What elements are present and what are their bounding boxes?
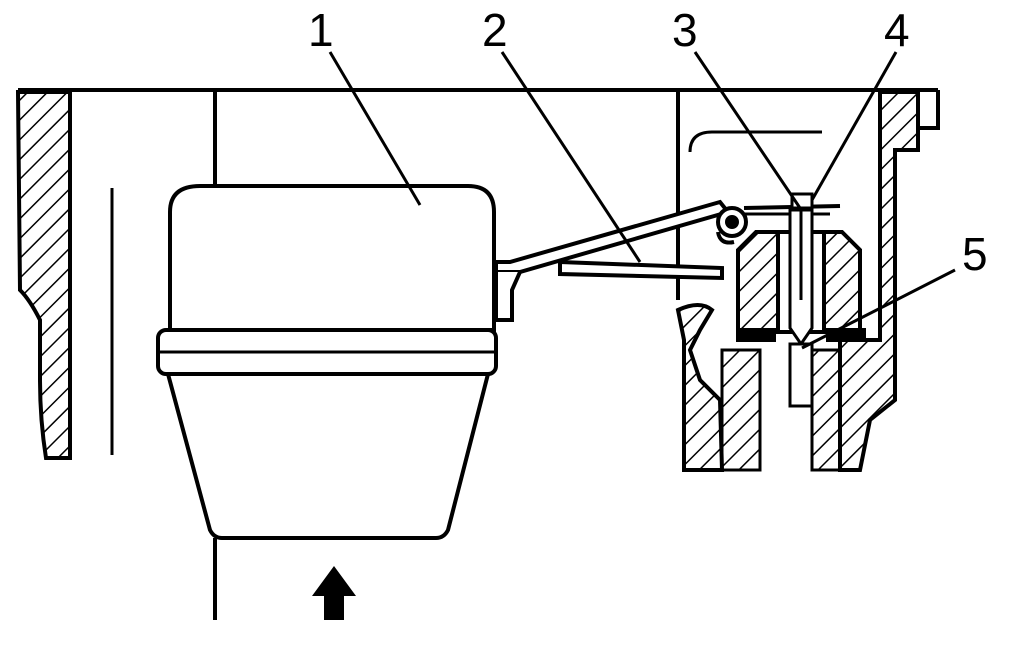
leader-line-4 — [810, 51, 898, 201]
passage-body-mid — [720, 348, 762, 472]
callout-3: 3 — [672, 4, 698, 56]
passage-body-left — [675, 303, 725, 472]
leader-line-1 — [328, 51, 422, 206]
fuel-inlet-channel — [758, 342, 814, 470]
float-arm — [494, 199, 841, 322]
callout-4: 4 — [884, 4, 910, 56]
callout-5: 5 — [962, 228, 988, 280]
passage-body-right — [810, 348, 842, 472]
left-wall — [15, 90, 72, 460]
callout-2: 2 — [482, 4, 508, 56]
leader-lines — [328, 51, 956, 350]
leader-line-5 — [801, 268, 956, 350]
leader-line-3 — [693, 51, 802, 209]
needle-valve — [788, 192, 814, 347]
leader-line-2 — [500, 51, 642, 263]
callout-1: 1 — [308, 4, 334, 56]
float — [156, 184, 498, 540]
arrow-up-icon — [312, 566, 356, 620]
